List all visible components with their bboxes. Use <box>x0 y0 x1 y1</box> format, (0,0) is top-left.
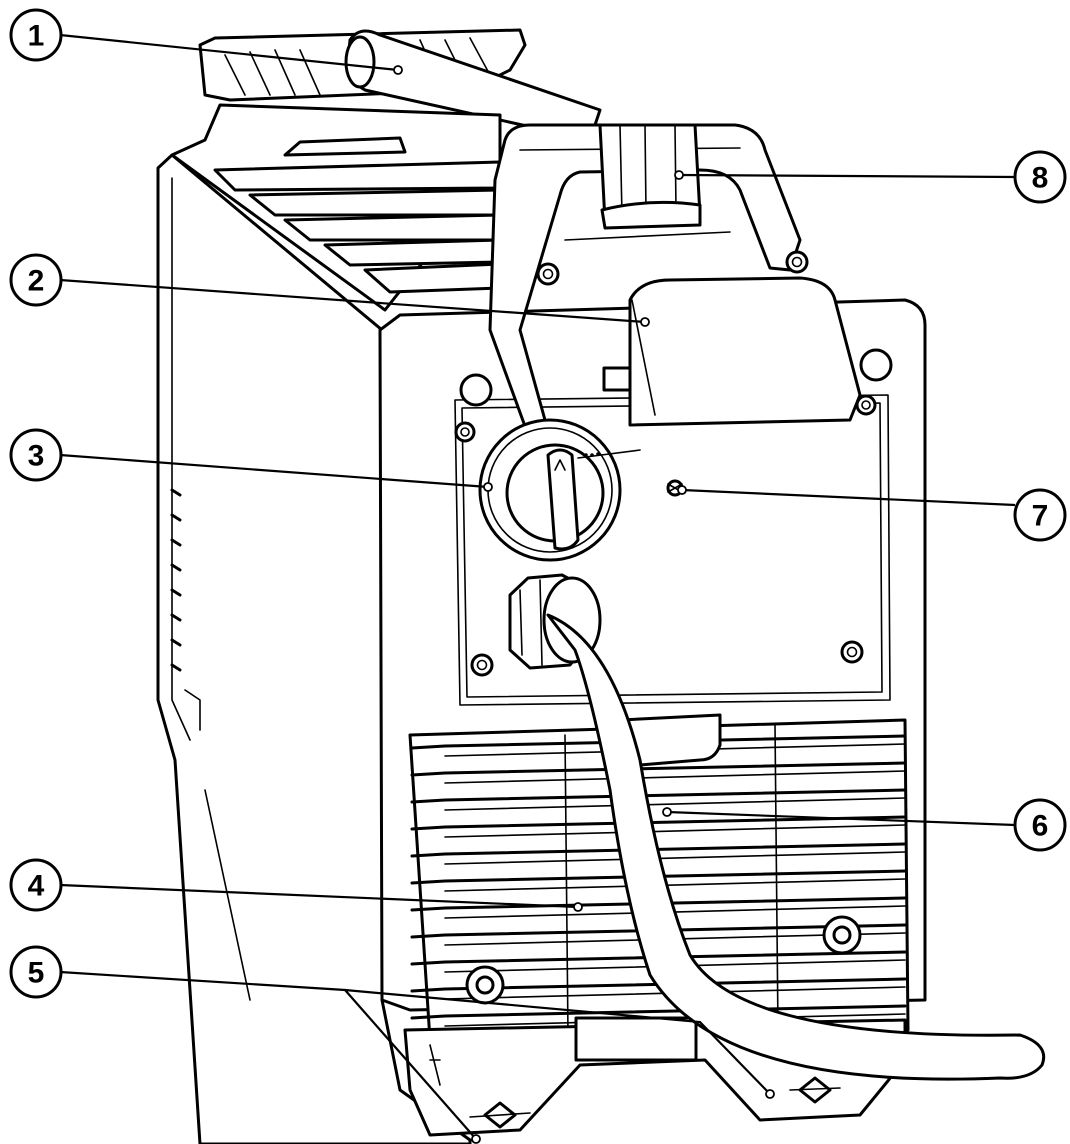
callout-2-label: 2 <box>28 265 45 298</box>
main-switch <box>478 418 641 562</box>
vent-slat <box>410 896 907 912</box>
vent-slat-shadow <box>444 824 906 838</box>
front-carry-handle <box>488 123 809 442</box>
vent-slat <box>410 761 907 777</box>
callout-4: 4 <box>9 858 63 912</box>
callout-4-label: 4 <box>28 870 45 903</box>
callout-8-label: 8 <box>1032 162 1049 195</box>
leader-lines <box>59 33 1016 1144</box>
vent-slat <box>410 977 907 993</box>
callout-1: 1 <box>9 8 63 62</box>
mains-cable <box>546 613 1046 1081</box>
vent-slat <box>410 923 907 939</box>
side-vent <box>170 488 182 672</box>
panel-screws <box>454 394 877 677</box>
vent-slat-shadow <box>444 797 906 811</box>
callout-7: 7 <box>1013 488 1067 542</box>
vent-slat <box>410 869 907 885</box>
vent-slat <box>410 842 907 858</box>
callout-1-label: 1 <box>28 20 45 53</box>
callout-8: 8 <box>1013 150 1067 204</box>
vent-slat-shadow <box>444 851 906 865</box>
vent-slat <box>410 788 907 804</box>
callout-5: 5 <box>9 945 63 999</box>
vent-slat <box>410 815 907 831</box>
rear-carry-handle <box>198 28 602 142</box>
callout-3-label: 3 <box>28 440 45 473</box>
vent-slat-shadow <box>444 770 906 784</box>
side-panel <box>156 153 472 1144</box>
handle-cover-plate <box>628 276 862 427</box>
top-surface <box>170 103 502 312</box>
callout-3: 3 <box>9 428 63 482</box>
vent-slat-shadow <box>444 878 906 892</box>
callout-6-label: 6 <box>1032 810 1049 843</box>
vent-slat <box>410 950 907 966</box>
callout-6: 6 <box>1013 798 1067 852</box>
callout-7-label: 7 <box>1032 500 1049 533</box>
callout-2: 2 <box>9 253 63 307</box>
callout-5-label: 5 <box>28 957 45 990</box>
vent-slat <box>410 734 907 750</box>
